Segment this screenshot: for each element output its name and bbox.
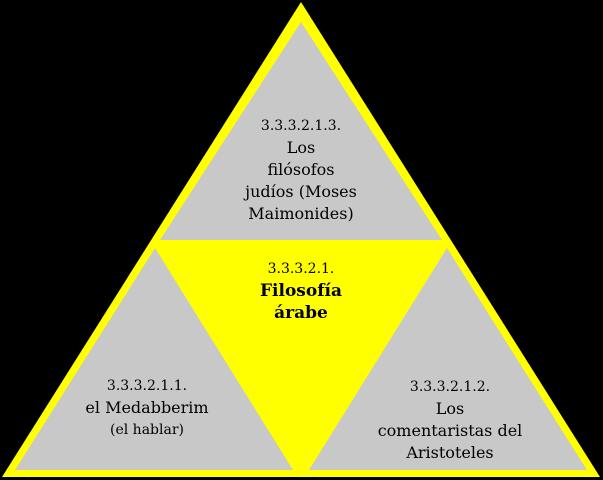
center-section-code: 3.3.3.2.1. xyxy=(267,261,335,277)
top-section-label: 3.3.3.2.1.3. Los filósofos judíos (Moses… xyxy=(226,115,376,225)
right-section-code: 3.3.3.2.1.2. xyxy=(409,379,491,395)
right-section-line: comentaristas del xyxy=(377,421,523,440)
left-section-line: el Medabberim xyxy=(85,398,209,417)
top-section-code: 3.3.3.2.1.3. xyxy=(260,118,342,134)
top-triangle xyxy=(160,22,442,240)
center-triangle xyxy=(160,240,442,470)
left-section-code: 3.3.3.2.1.1. xyxy=(106,378,188,394)
center-section-title: árabe xyxy=(274,303,328,323)
right-triangle xyxy=(309,248,587,470)
top-section-line: judíos (Moses xyxy=(245,182,357,201)
left-section-line: (el hablar) xyxy=(110,422,184,438)
right-section-line: Aristoteles xyxy=(406,443,494,462)
top-section-line: filósofos xyxy=(267,160,335,179)
left-triangle xyxy=(15,248,293,470)
left-section-label: 3.3.3.2.1.1. el Medabberim (el hablar) xyxy=(62,375,232,441)
top-section-line: Los xyxy=(286,138,316,157)
top-section-line: Maimonides) xyxy=(248,204,354,223)
center-section-label: 3.3.3.2.1. Filosofía árabe xyxy=(226,258,376,324)
right-section-label: 3.3.3.2.1.2. Los comentaristas del Arist… xyxy=(365,376,535,464)
center-section-title: Filosofía xyxy=(259,281,343,301)
right-section-line: Los xyxy=(435,399,465,418)
